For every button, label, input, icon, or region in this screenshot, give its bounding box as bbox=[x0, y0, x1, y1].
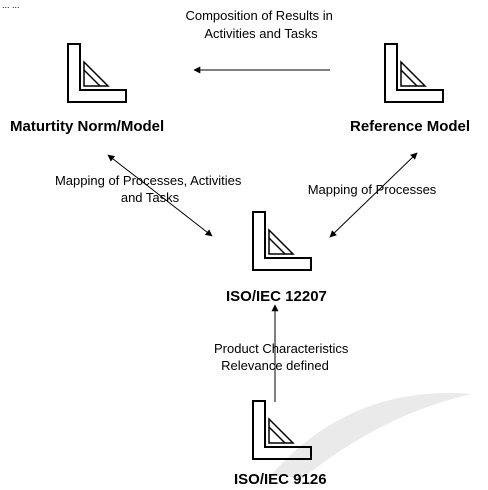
watermark-swoosh bbox=[272, 393, 472, 479]
reference-model-label: Reference Model bbox=[350, 118, 470, 135]
mapping-right-arrow bbox=[329, 152, 418, 238]
composition-label-line2: Activities and Tasks bbox=[204, 26, 318, 41]
mapping-left-arrow bbox=[107, 154, 213, 237]
iso12207-icon bbox=[252, 211, 312, 271]
mapping-left-label-line2: and Tasks bbox=[121, 190, 180, 205]
reference-model-icon bbox=[384, 43, 444, 103]
mapping-right-label: Mapping of Processes bbox=[308, 182, 437, 197]
product-label-line2: Relevance defined bbox=[221, 358, 329, 373]
composition-label-line1: Composition of Results in bbox=[185, 8, 332, 23]
product-label: Product Characteristics Relevance define… bbox=[214, 341, 352, 373]
iso9126-label: ISO/IEC 9126 bbox=[234, 471, 327, 488]
header-fragment: ... ... bbox=[2, 0, 20, 10]
iso12207-label: ISO/IEC 12207 bbox=[226, 288, 327, 305]
composition-label: Composition of Results in Activities and… bbox=[185, 8, 336, 41]
mapping-left-label-line1: Mapping of Processes, Activities bbox=[55, 173, 242, 188]
mapping-left-label: Mapping of Processes, Activities and Tas… bbox=[55, 173, 245, 205]
mapping-right-label-line1: Mapping of Processes bbox=[308, 182, 437, 197]
maturity-model-icon bbox=[67, 43, 127, 103]
product-label-line1: Product Characteristics bbox=[214, 341, 349, 356]
maturity-model-label: Maturtity Norm/Model bbox=[10, 118, 164, 135]
